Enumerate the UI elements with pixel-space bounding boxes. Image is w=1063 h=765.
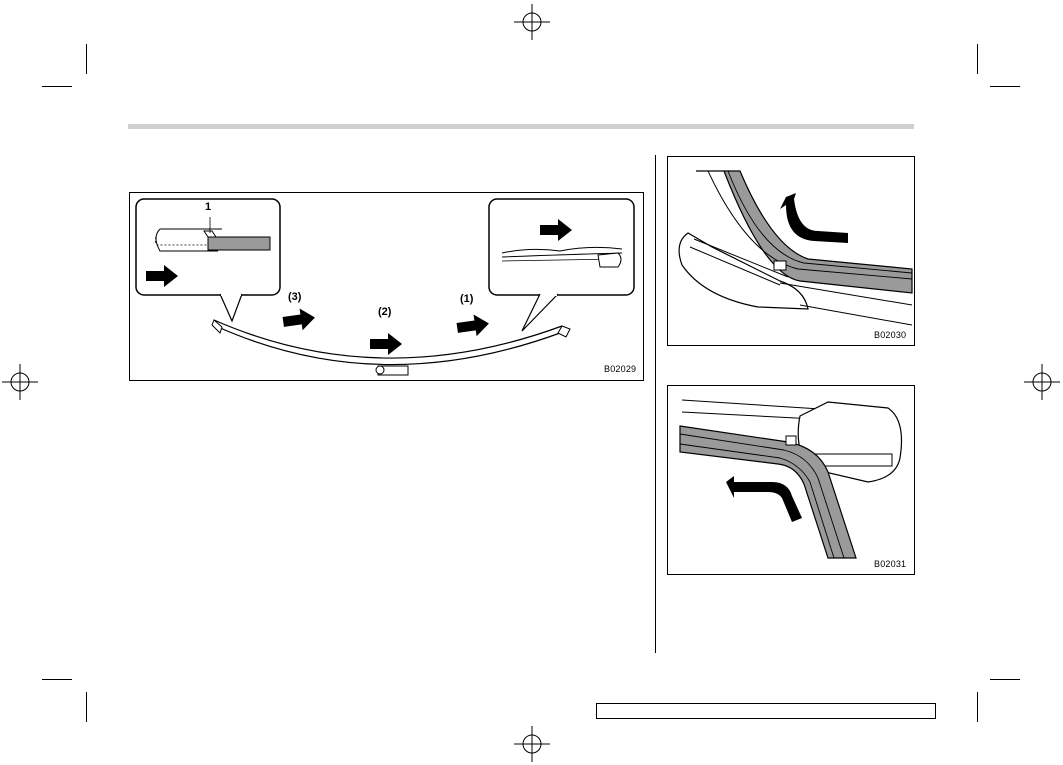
arrow-right-icon: [540, 219, 572, 241]
column-divider: [655, 155, 656, 653]
blade-insertion-illustration: [679, 399, 903, 559]
registration-mark-icon: [2, 364, 38, 400]
crop-mark-bottom-right-h: [990, 679, 1020, 680]
crop-mark-bottom-left-v: [86, 692, 87, 722]
arrow-right-icon: [146, 265, 178, 287]
wiper-illustration: [135, 198, 635, 376]
crop-mark-bottom-left-h: [42, 679, 72, 680]
arrow-right-icon: [282, 308, 315, 331]
header-bar: [128, 124, 914, 129]
registration-mark-icon: [514, 726, 550, 762]
curved-arrow-icon: [726, 476, 802, 522]
registration-mark-icon: [514, 4, 550, 40]
crop-mark-bottom-right-v: [977, 692, 978, 722]
crop-mark-top-left-h: [42, 86, 72, 87]
arrow-right-icon: [456, 314, 489, 337]
arrow-right-icon: [370, 333, 402, 355]
blade-removal-illustration: [678, 170, 913, 326]
figure-blade-removal-lower: B02031: [667, 385, 915, 575]
footer-box: [596, 703, 936, 719]
figure-wiper-blade-replacement: 1 (3) (2) (1) B02029: [129, 192, 644, 381]
callout-step-3: (3): [288, 291, 302, 303]
figure-code: B02030: [874, 330, 907, 340]
figure-code: B02029: [604, 364, 637, 374]
crop-mark-top-right-v: [977, 44, 978, 74]
figure-blade-removal-upper: B02030: [667, 156, 915, 346]
crop-mark-top-right-h: [990, 86, 1020, 87]
callout-step-2: (2): [378, 306, 392, 318]
registration-mark-icon: [1024, 364, 1060, 400]
crop-mark-top-left-v: [86, 44, 87, 74]
callout-step-1: (1): [460, 293, 474, 305]
callout-part-1: 1: [205, 201, 212, 213]
figure-code: B02031: [874, 559, 907, 569]
curved-arrow-icon: [780, 193, 848, 243]
